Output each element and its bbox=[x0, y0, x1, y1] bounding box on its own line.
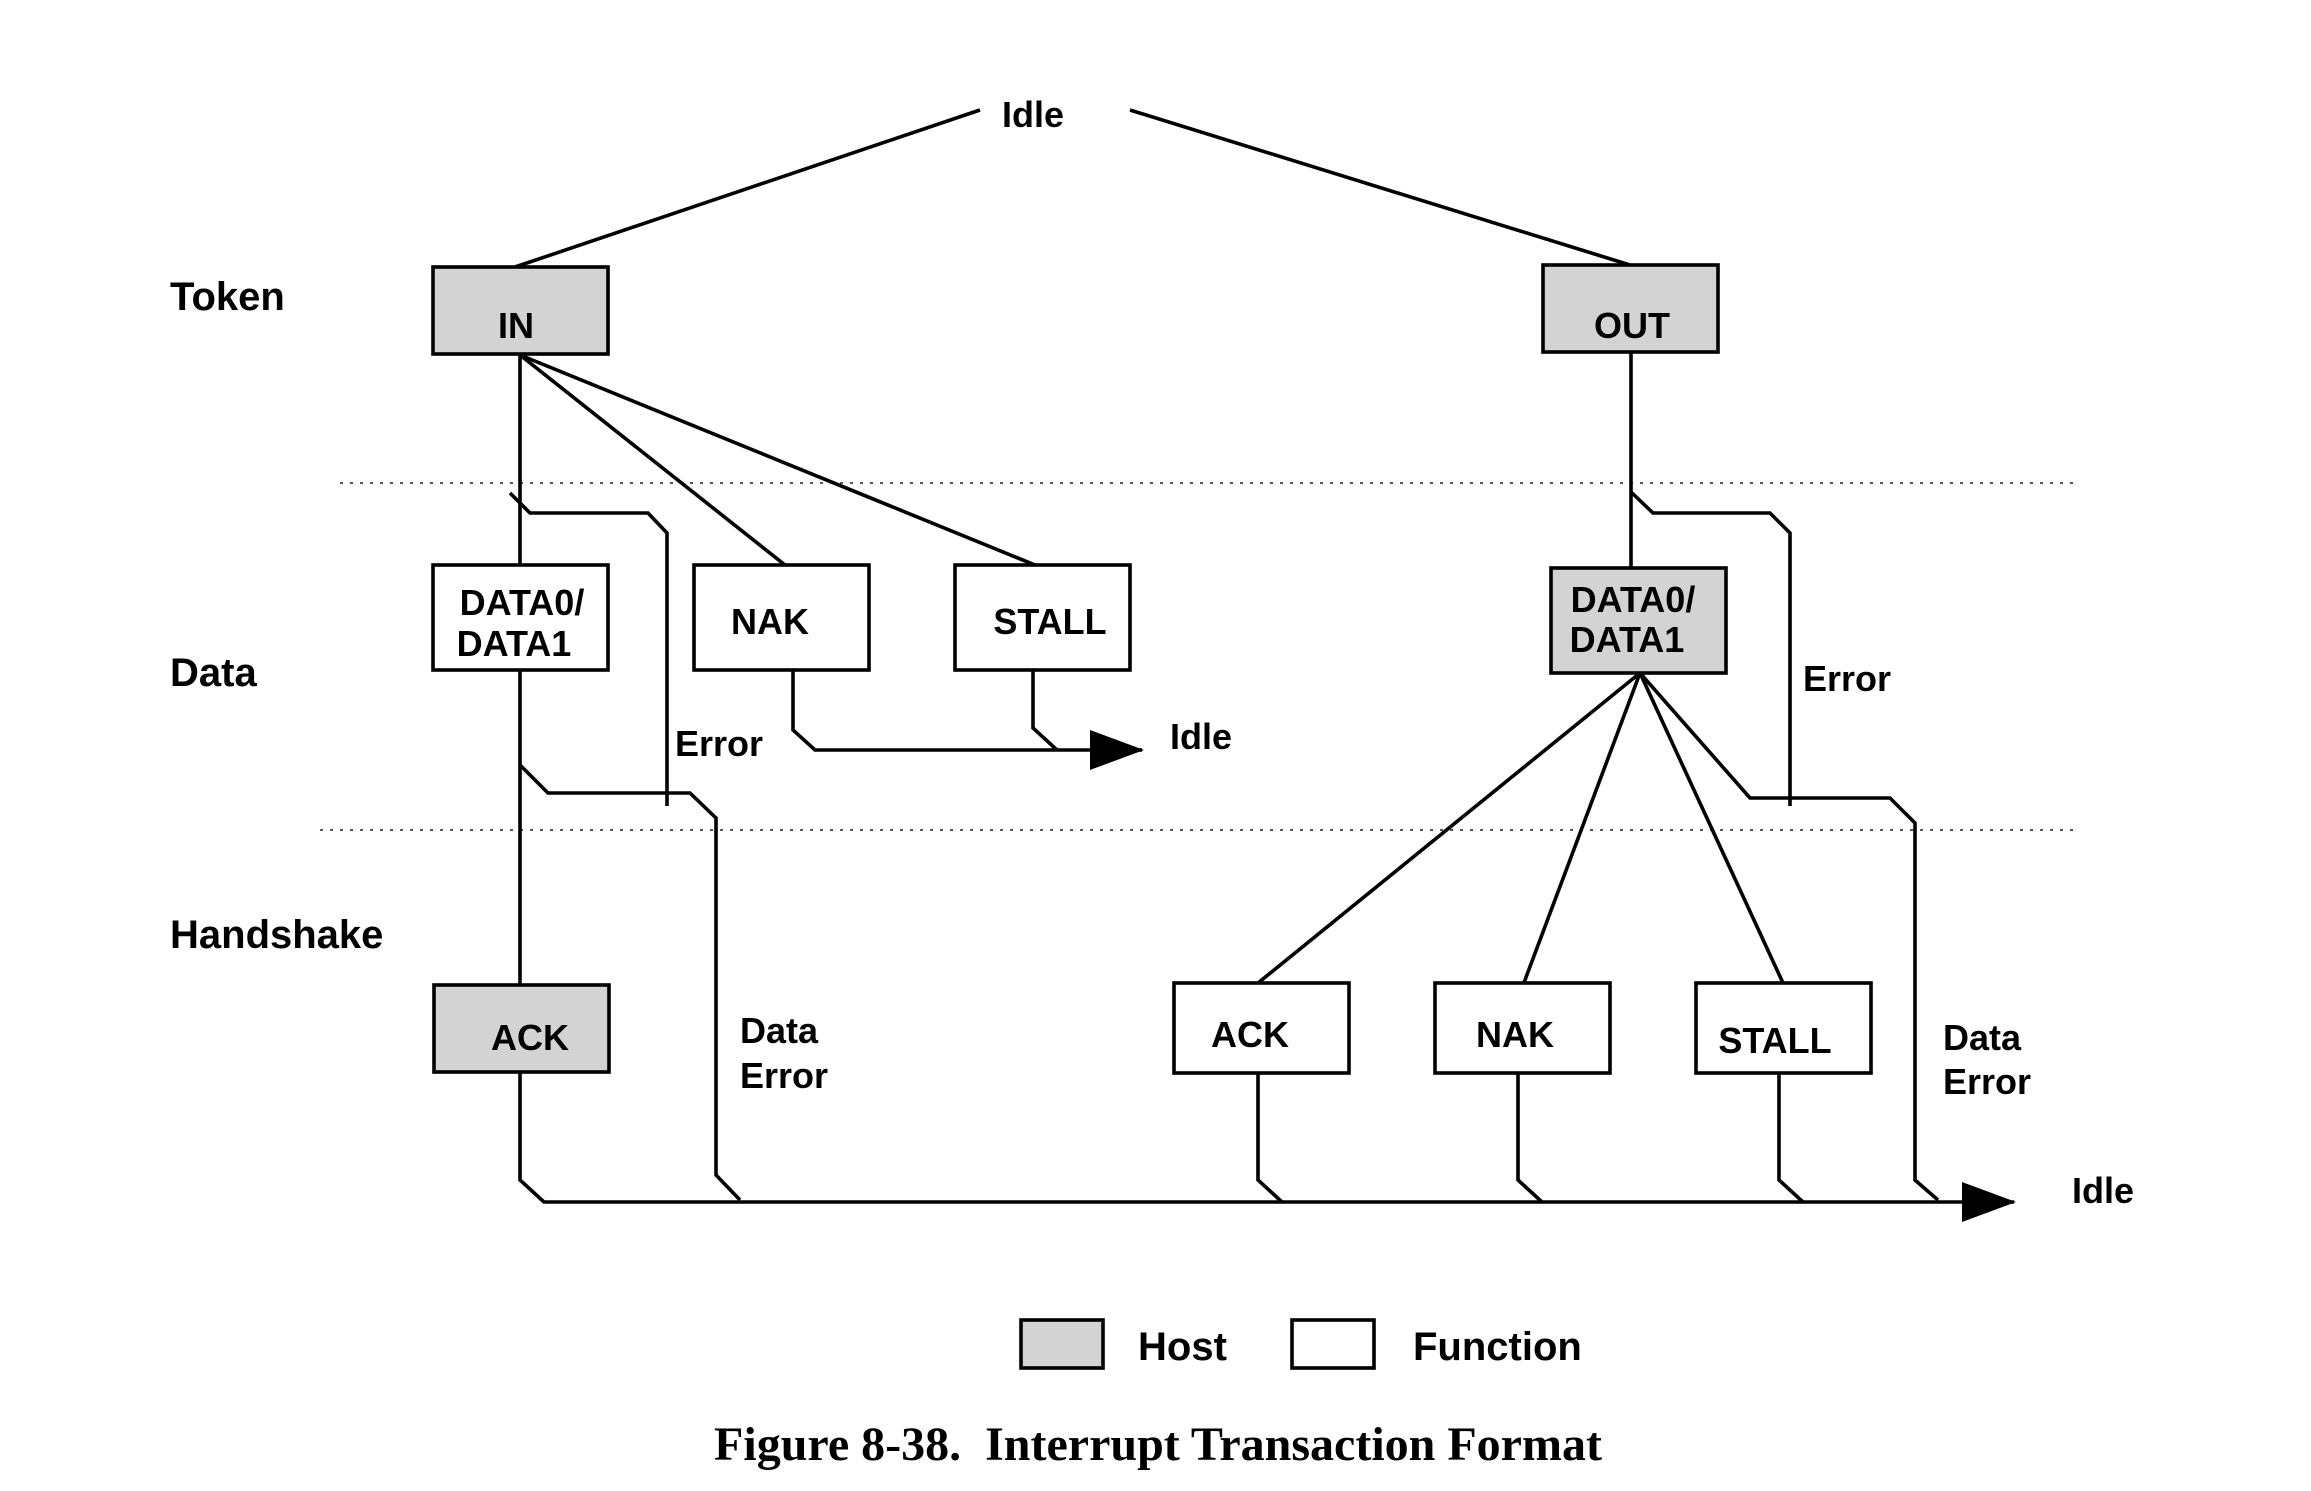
out-data-to-ack-line bbox=[1256, 671, 1642, 985]
phase-label-data: Data bbox=[170, 651, 257, 695]
out-token-label: OUT bbox=[1594, 305, 1670, 346]
idle-to-in-line bbox=[514, 108, 981, 269]
in-nak-label: NAK bbox=[731, 601, 809, 642]
in-data-packet-box bbox=[431, 563, 610, 672]
out-token-box bbox=[1541, 263, 1720, 354]
stall-to-idle-join bbox=[1031, 670, 1059, 752]
idle-label-top: Idle bbox=[1002, 94, 1064, 135]
out-ack-to-bus-line bbox=[1256, 1073, 1284, 1204]
in-data-packet-line2: DATA1 bbox=[457, 623, 572, 664]
out-stall-label: STALL bbox=[1718, 1020, 1831, 1061]
in-ack-box bbox=[432, 983, 611, 1074]
out-data-error-line1: Data bbox=[1943, 1017, 2022, 1058]
out-error-path bbox=[1629, 490, 1792, 806]
out-nak-label: NAK bbox=[1476, 1014, 1554, 1055]
out-data-error-path bbox=[1638, 671, 1940, 1202]
out-stall-box bbox=[1694, 981, 1873, 1075]
legend-function-label: Function bbox=[1413, 1325, 1582, 1369]
legend-function-swatch bbox=[1290, 1318, 1376, 1370]
out-data-to-stall-line bbox=[1638, 672, 1785, 984]
in-nak-box bbox=[692, 563, 871, 672]
in-data-error-line1: Data bbox=[740, 1010, 819, 1051]
idle-label-data-stage: Idle bbox=[1170, 716, 1232, 757]
nak-to-idle-path bbox=[791, 670, 1137, 752]
in-data-error-line2: Error bbox=[740, 1055, 828, 1096]
in-token-box bbox=[431, 265, 610, 356]
out-data-packet-line2: DATA1 bbox=[1570, 619, 1685, 660]
legend-host-swatch bbox=[1019, 1318, 1105, 1370]
out-stall-to-bus-line bbox=[1777, 1073, 1805, 1204]
out-data-to-nak-line bbox=[1520, 672, 1642, 989]
in-error-path bbox=[508, 491, 669, 806]
in-token-label: IN bbox=[498, 305, 534, 346]
idle-to-out-line bbox=[1129, 108, 1631, 267]
figure-caption: Figure 8-38. Interrupt Transaction Forma… bbox=[714, 1418, 1602, 1471]
phase-label-handshake: Handshake bbox=[170, 913, 383, 957]
out-error-label: Error bbox=[1803, 658, 1891, 699]
in-to-stall-line bbox=[519, 353, 1036, 567]
out-data-error-line2: Error bbox=[1943, 1061, 2031, 1102]
out-data-packet-line1: DATA0/ bbox=[1571, 579, 1696, 620]
in-stall-box bbox=[953, 563, 1132, 672]
out-data-packet-box bbox=[1549, 566, 1728, 675]
out-ack-label: ACK bbox=[1211, 1014, 1289, 1055]
out-ack-box bbox=[1172, 981, 1351, 1075]
legend-host-label: Host bbox=[1138, 1325, 1227, 1369]
in-ack-to-bus-line bbox=[518, 1072, 546, 1204]
in-ack-label: ACK bbox=[491, 1017, 569, 1058]
out-nak-to-bus-line bbox=[1516, 1073, 1544, 1204]
in-data-error-path bbox=[518, 763, 742, 1202]
in-data-packet-line1: DATA0/ bbox=[460, 582, 585, 623]
in-to-nak-line bbox=[518, 353, 787, 567]
phase-label-token: Token bbox=[170, 275, 285, 319]
in-stall-label: STALL bbox=[993, 601, 1106, 642]
out-nak-box bbox=[1433, 981, 1612, 1075]
in-error-label: Error bbox=[675, 723, 763, 764]
idle-label-end: Idle bbox=[2072, 1170, 2134, 1211]
